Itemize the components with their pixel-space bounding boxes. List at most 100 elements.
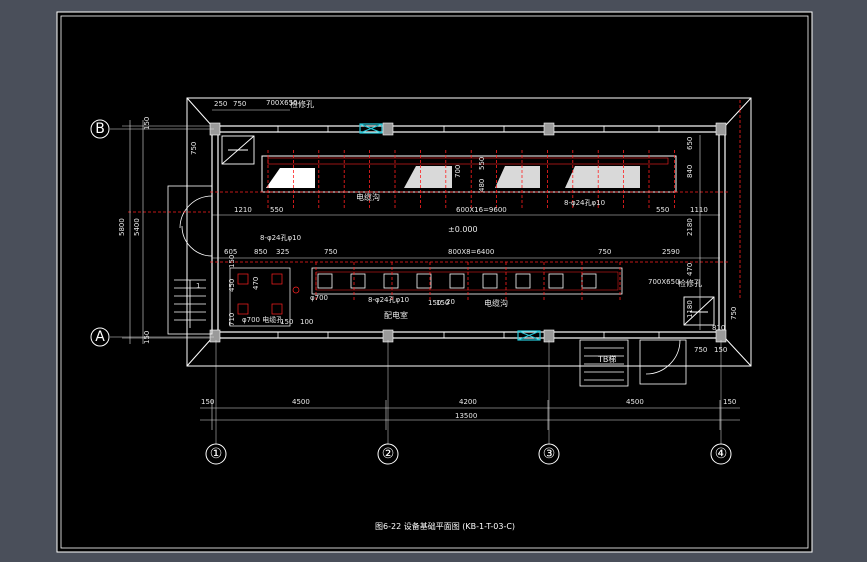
dim-trench-700: 700 bbox=[454, 165, 462, 178]
dim-bottom-4200: 4200 bbox=[459, 398, 477, 406]
axis-label-col-1: ① bbox=[210, 446, 223, 462]
dim-lower-750-right: 750 bbox=[598, 248, 611, 256]
axis-guide-lines bbox=[110, 128, 722, 444]
lower-note-d: 8-φ24孔φ10 bbox=[368, 296, 409, 304]
column-icon bbox=[543, 122, 555, 136]
dim-lower-trench-run: 800X8=6400 bbox=[448, 248, 494, 256]
foundation-box bbox=[548, 273, 564, 289]
cyan-windows bbox=[359, 123, 541, 341]
foundation-box bbox=[482, 273, 498, 289]
dimension-lines bbox=[122, 109, 740, 430]
window-icon bbox=[277, 125, 329, 133]
right-small-750: 750 bbox=[730, 307, 738, 320]
left-foundation-group bbox=[229, 267, 300, 327]
dim-lower-850: 850 bbox=[254, 248, 267, 256]
column-icon bbox=[715, 122, 727, 136]
axis-label-row-a: A bbox=[95, 329, 105, 345]
lower-note-c: φ700 bbox=[310, 294, 328, 302]
axis-bubble-A bbox=[90, 327, 110, 347]
axis-label-row-b: B bbox=[95, 121, 105, 137]
lower-detail-150b: 150 bbox=[436, 299, 449, 307]
axis-bubble-3 bbox=[538, 443, 560, 465]
dim-bottom-4500-right: 4500 bbox=[626, 398, 644, 406]
dim-left-outer: 5800 bbox=[118, 218, 126, 236]
dim-bottom-4500-left: 4500 bbox=[292, 398, 310, 406]
opening-box-icon bbox=[221, 135, 255, 165]
sheet-inner-border bbox=[60, 15, 809, 549]
dim-left-bottom-small: 150 bbox=[143, 331, 151, 344]
opening-boxes bbox=[221, 135, 715, 326]
plinth-outline bbox=[186, 97, 752, 367]
dim-top-750: 750 bbox=[233, 100, 246, 108]
dim-upper-1210: 1210 bbox=[234, 206, 252, 214]
dim-trench-480: 480 bbox=[478, 179, 486, 192]
drawing-sheet bbox=[56, 11, 813, 553]
axis-label-col-3: ③ bbox=[543, 446, 556, 462]
lower-note-a: 8-φ24孔φ10 bbox=[260, 234, 301, 242]
dim-left-inner: 5400 bbox=[133, 218, 141, 236]
door-swing-icon bbox=[645, 339, 681, 375]
dim-small-450: 450 bbox=[228, 279, 236, 292]
lower-right-150: 150 bbox=[714, 346, 727, 354]
dim-trench-550: 550 bbox=[478, 157, 486, 170]
drawing-caption: 图6-22 设备基础平面图 (KB-1-T-03-C) bbox=[375, 521, 515, 531]
right-opening-size: 700X650 bbox=[648, 278, 680, 286]
dim-right-470: 470 bbox=[686, 263, 694, 276]
dim-right-1180: 1180 bbox=[686, 300, 694, 318]
window-icon bbox=[359, 123, 383, 134]
lower-note-e: 20 bbox=[446, 298, 455, 306]
foundation-box bbox=[449, 273, 465, 289]
elevation-mark: ±0.000 bbox=[448, 225, 478, 234]
dim-upper-550-left: 550 bbox=[270, 206, 283, 214]
dim-lower-605: 605 bbox=[224, 248, 237, 256]
dim-top-250: 250 bbox=[214, 100, 227, 108]
dim-small-710: 710 bbox=[228, 313, 236, 326]
dim-right-840: 840 bbox=[686, 165, 694, 178]
lower-cable-trench bbox=[311, 267, 623, 295]
cutting-label: 1 bbox=[196, 282, 200, 290]
dim-lower-750-left: 750 bbox=[324, 248, 337, 256]
window-icon bbox=[517, 330, 541, 341]
dim-left-top-small: 150 bbox=[143, 117, 151, 130]
window-icon bbox=[443, 331, 505, 339]
foundation-box bbox=[416, 273, 432, 289]
opening-box-icon bbox=[683, 296, 715, 326]
dim-upper-550-right: 550 bbox=[656, 206, 669, 214]
column-icon bbox=[382, 122, 394, 136]
lower-note-b: φ700 电缆孔 bbox=[242, 315, 283, 324]
door-swing-icon bbox=[181, 225, 213, 257]
bottom-right-stair bbox=[579, 339, 687, 387]
trench-note-right: 8-φ24孔φ10 bbox=[564, 199, 605, 207]
window-icon bbox=[603, 125, 660, 133]
door-swing-icon bbox=[179, 195, 213, 229]
dim-lower-325: 325 bbox=[276, 248, 289, 256]
stair-label: TB梯 bbox=[597, 354, 616, 364]
axis-bubble-4 bbox=[710, 443, 732, 465]
room-label: 配电室 bbox=[384, 310, 408, 320]
red-grid-lines bbox=[128, 100, 741, 300]
window-icon bbox=[443, 125, 505, 133]
dim-bottom-150-left: 150 bbox=[201, 398, 214, 406]
dim-bottom-150-right: 150 bbox=[723, 398, 736, 406]
lower-right-750: 750 bbox=[694, 346, 707, 354]
axis-label-col-2: ② bbox=[382, 446, 395, 462]
foundation-box bbox=[383, 273, 399, 289]
foundation-box bbox=[350, 273, 366, 289]
lower-foundation-boxes bbox=[317, 273, 597, 289]
dim-bottom-total: 13500 bbox=[455, 412, 477, 420]
axis-label-col-4: ④ bbox=[715, 446, 728, 462]
dim-right-650: 650 bbox=[686, 137, 694, 150]
axis-bubble-B bbox=[90, 119, 110, 139]
window-icon bbox=[603, 331, 660, 339]
window-icon bbox=[277, 331, 329, 339]
right-opening-note: 检修孔 bbox=[678, 278, 702, 288]
right-small-810: 810 bbox=[712, 324, 725, 332]
stair-icon bbox=[174, 279, 206, 328]
trench-label-upper: 电缆沟 bbox=[356, 192, 380, 202]
axis-bubble-2 bbox=[377, 443, 399, 465]
dim-small-150: 150 bbox=[228, 255, 236, 268]
dim-small-h100: 100 bbox=[300, 318, 313, 326]
top-opening-size: 700X650 bbox=[266, 99, 298, 107]
axis-bubble-1 bbox=[205, 443, 227, 465]
